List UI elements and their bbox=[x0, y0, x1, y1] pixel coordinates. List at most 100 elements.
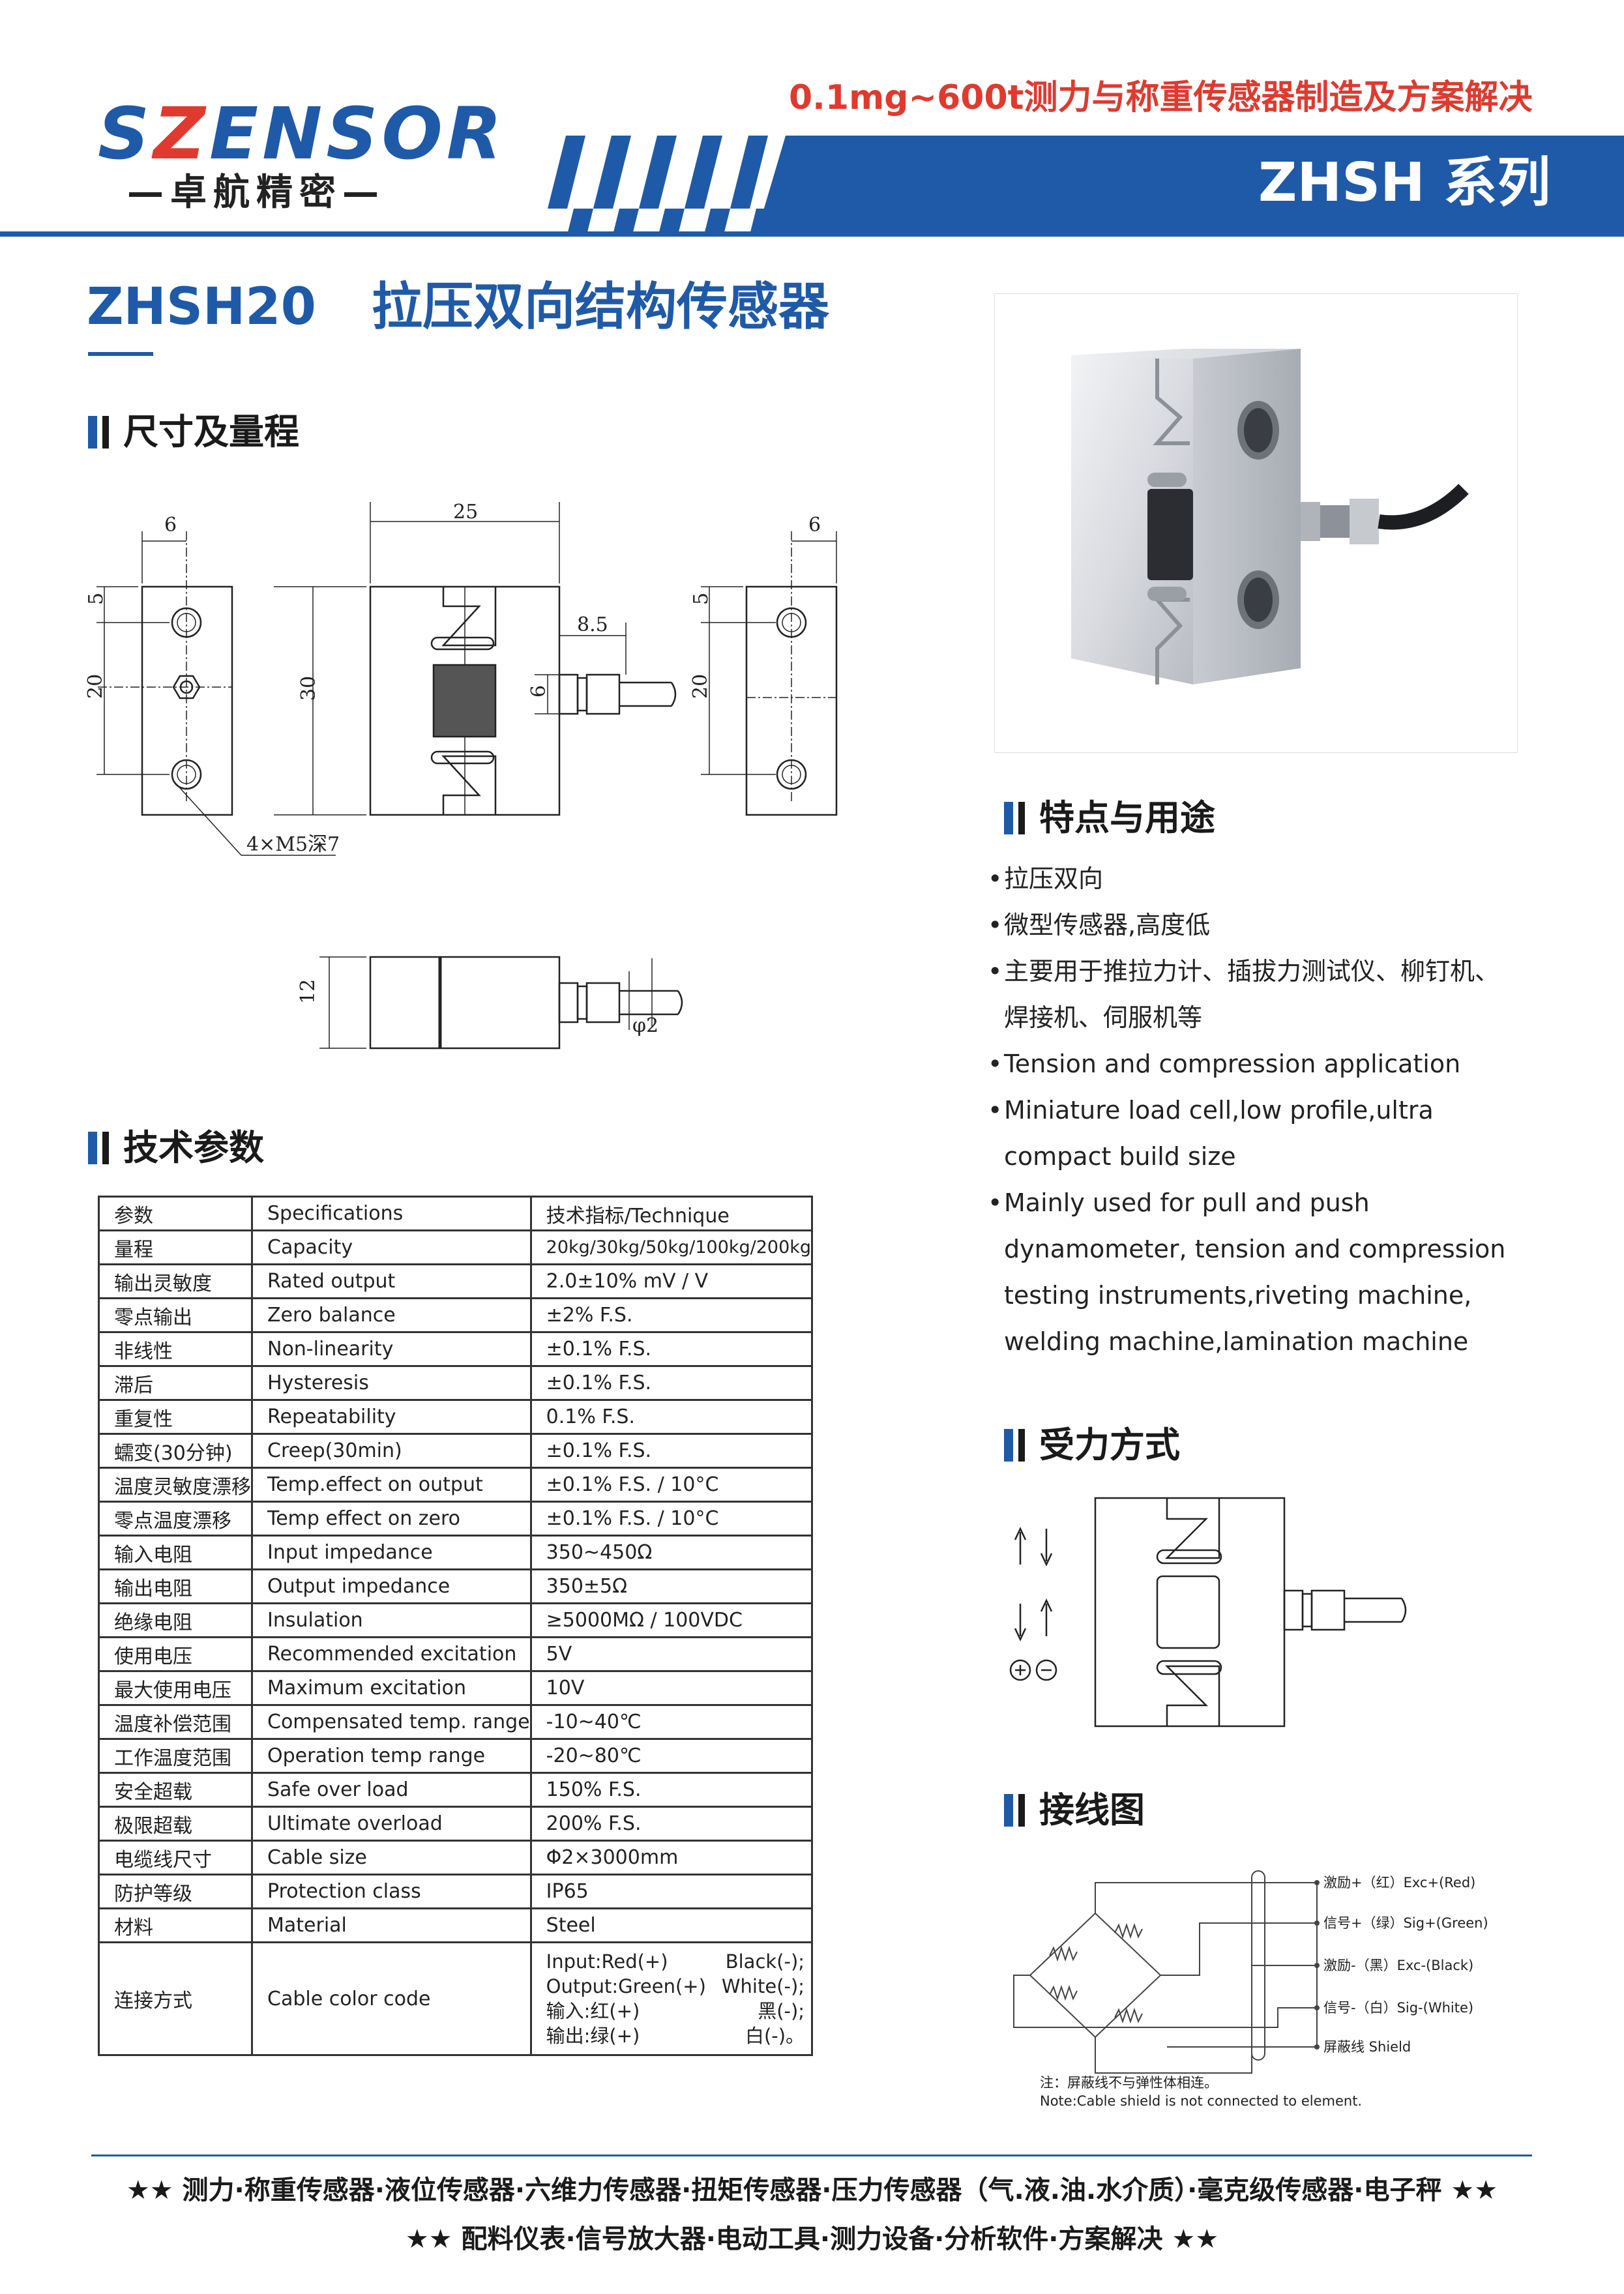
dim-label-5b: 5 bbox=[690, 593, 713, 605]
wire-label-exc-minus: 激励-（黑）Exc-(Black) bbox=[1323, 1958, 1473, 1973]
spec-param-cn: 滞后 bbox=[98, 1365, 253, 1401]
feature-bullet: • bbox=[988, 957, 1003, 986]
spec-param-cn: 参数 bbox=[98, 1196, 253, 1231]
spec-param-en: Output impedance bbox=[251, 1568, 532, 1604]
spec-value: IP65 bbox=[529, 1874, 814, 1909]
product-model: ZHSH20 bbox=[87, 278, 316, 336]
series-title: ZHSH 系列 bbox=[1258, 152, 1551, 214]
dim-label-6c: 6 bbox=[527, 685, 550, 698]
spec-param-en: Hysteresis bbox=[251, 1365, 532, 1401]
feature-bullet: • bbox=[988, 864, 1003, 893]
spec-param-cn: 非线性 bbox=[98, 1331, 253, 1367]
spec-value: 10V bbox=[529, 1670, 814, 1706]
section-loading: 受力方式 bbox=[1004, 1428, 1180, 1463]
spec-param-en: Safe over load bbox=[251, 1772, 532, 1808]
feature-item: Mainly used for pull and push bbox=[1004, 1188, 1370, 1217]
spec-value: ±0.1% F.S. bbox=[529, 1433, 814, 1469]
minus-symbol: − bbox=[1038, 1674, 1039, 1675]
brand-logo: SZENSOR bbox=[98, 92, 506, 175]
footer-products: ★★ 测力·称重传感器·液位传感器·六维力传感器·扭矩传感器·压力传感器（气.液… bbox=[126, 2175, 1498, 2205]
feature-item: testing instruments,riveting machine, bbox=[1004, 1281, 1472, 1310]
dim-label-phi2: φ2 bbox=[632, 1014, 658, 1037]
spec-param-en: Temp.effect on output bbox=[251, 1467, 532, 1503]
dim-label-12: 12 bbox=[297, 979, 319, 1004]
header-slogan: 0.1mg~600t测力与称重传感器制造及方案解决 bbox=[789, 78, 1533, 117]
product-name: 拉压双向结构传感器 bbox=[372, 278, 830, 336]
feature-item: 微型传感器,高度低 bbox=[1004, 911, 1211, 939]
wire-label-exc-plus: 激励+（红）Exc+(Red) bbox=[1323, 1875, 1475, 1890]
feature-bullet: • bbox=[988, 911, 1003, 939]
spec-param-cn: 零点温度漂移 bbox=[98, 1501, 253, 1537]
dim-label-30: 30 bbox=[297, 676, 320, 701]
section-specs: 技术参数 bbox=[88, 1130, 264, 1166]
spec-value: ≥5000MΩ / 100VDC bbox=[529, 1602, 814, 1638]
feature-item: 主要用于推拉力计、插拔力测试仪、柳钉机、 bbox=[1004, 957, 1500, 986]
dim-label-20a: 20 bbox=[84, 674, 107, 699]
wire-label-sig-minus: 信号-（白）Sig-(White) bbox=[1323, 2000, 1473, 2016]
header-band bbox=[0, 136, 1624, 237]
spec-param-en: Material bbox=[251, 1907, 532, 1943]
spec-value: -10~40℃ bbox=[529, 1704, 814, 1740]
connection-label-cn: 连接方式 bbox=[98, 1941, 253, 2056]
spec-value: Steel bbox=[529, 1907, 814, 1943]
table-row: 蠕变(30分钟)Creep(30min)±0.1% F.S. bbox=[98, 1433, 814, 1469]
wiring-note-cn: 注：屏蔽线不与弹性体相连。 bbox=[1040, 2075, 1218, 2091]
spec-value: 技术指标/Technique bbox=[529, 1196, 814, 1231]
footer-divider bbox=[91, 2154, 1532, 2156]
spec-param-en: Cable size bbox=[251, 1840, 532, 1875]
dim-label-5a: 5 bbox=[85, 593, 108, 605]
spec-param-en: Rated output bbox=[251, 1263, 532, 1299]
spec-param-cn: 零点输出 bbox=[98, 1297, 253, 1333]
dim-label-holes: 4×M5深7 bbox=[246, 833, 340, 856]
wire-label-sig-plus: 信号+（绿）Sig+(Green) bbox=[1323, 1915, 1488, 1931]
dimension-drawing: 6 25 6 5 20 30 8.5 6 5 20 4×M5深7 12 φ2 bbox=[84, 501, 838, 1050]
spec-value: ±0.1% F.S. bbox=[529, 1331, 814, 1367]
connection-detail: Input:Red(+)Black(-); Output:Green(+)Whi… bbox=[529, 1941, 814, 2056]
spec-param-cn: 极限超载 bbox=[98, 1806, 253, 1842]
brand-subtitle: —卓航精密— bbox=[127, 171, 385, 214]
footer-services: ★★ 配料仪表·信号放大器·电动工具·测力设备·分析软件·方案解决 ★★ bbox=[405, 2224, 1219, 2254]
spec-param-cn: 输入电阻 bbox=[98, 1535, 253, 1570]
wiring-diagram: 激励+（红）Exc+(Red) 信号+（绿）Sig+(Green) 激励-（黑）… bbox=[1013, 1870, 1488, 2109]
section-dimensions: 尺寸及量程 bbox=[88, 415, 299, 450]
spec-param-cn: 温度灵敏度漂移 bbox=[98, 1467, 253, 1503]
spec-param-en: Maximum excitation bbox=[251, 1670, 532, 1706]
spec-value: 200% F.S. bbox=[529, 1806, 814, 1842]
connection-label-en: Cable color code bbox=[251, 1941, 532, 2056]
spec-param-en: Insulation bbox=[251, 1602, 532, 1638]
product-photo bbox=[994, 293, 1518, 753]
spec-value: ±0.1% F.S. / 10°C bbox=[529, 1501, 814, 1537]
spec-param-en: Protection class bbox=[251, 1874, 532, 1909]
spec-value: ±0.1% F.S. / 10°C bbox=[529, 1467, 814, 1503]
spec-value: 350~450Ω bbox=[529, 1535, 814, 1570]
spec-param-cn: 工作温度范围 bbox=[98, 1738, 253, 1774]
dim-label-20b: 20 bbox=[689, 674, 712, 699]
spec-value: 20kg/30kg/50kg/100kg/200kg bbox=[529, 1229, 814, 1265]
spec-param-en: Capacity bbox=[251, 1229, 532, 1265]
spec-param-cn: 温度补偿范围 bbox=[98, 1704, 253, 1740]
section-wiring: 接线图 bbox=[1004, 1793, 1145, 1828]
spec-param-en: Ultimate overload bbox=[251, 1806, 532, 1842]
dim-label-8-5: 8.5 bbox=[577, 613, 608, 636]
spec-param-cn: 材料 bbox=[98, 1907, 253, 1943]
spec-value: 5V bbox=[529, 1636, 814, 1672]
feature-bullet: • bbox=[988, 1188, 1003, 1217]
